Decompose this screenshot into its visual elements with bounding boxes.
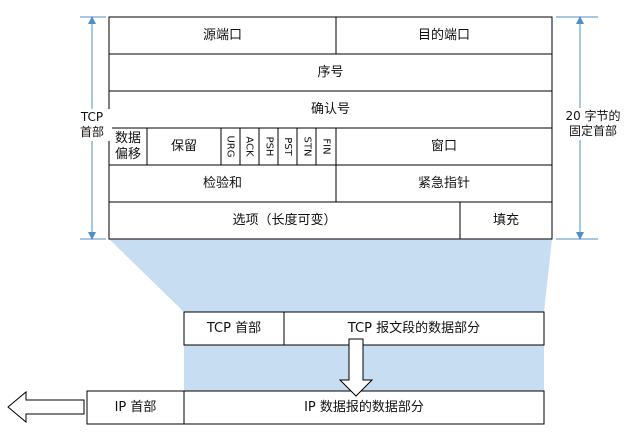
data-offset-line1: 数据 (114, 130, 141, 146)
flag-ack-label: ACK (244, 136, 255, 157)
down-arrow-icon (338, 338, 374, 397)
flag-pst: PST (278, 128, 297, 165)
tcp-data-box-label: TCP 报文段的数据部分 (347, 321, 481, 336)
options-field: 选项（长度可变） (232, 213, 337, 228)
urgent-pointer-field: 紧急指针 (417, 176, 470, 191)
fixed-header-label-line2: 固定首部 (568, 124, 617, 138)
flag-ack: ACK (240, 128, 259, 165)
fixed-header-label: 20 字节的 固定首部 (555, 108, 631, 140)
source-port-field: 源端口 (202, 28, 242, 43)
tcp-segment-box (183, 311, 545, 346)
flag-urg: URG (221, 128, 240, 165)
projection-shading (109, 239, 552, 312)
flag-fin-label: FIN (320, 138, 332, 155)
ip-datagram-box (86, 390, 545, 425)
data-offset-field: 数据 偏移 (109, 128, 147, 165)
dest-port-field: 目的端口 (417, 28, 470, 43)
header-table-grid (108, 16, 553, 240)
left-arrow-icon (7, 390, 85, 424)
window-field: 窗口 (430, 139, 457, 154)
tcp-header-box-label: TCP 首部 (206, 321, 262, 336)
flag-fin: FIN (316, 128, 336, 165)
checksum-field: 检验和 (202, 176, 242, 191)
padding-field: 填充 (492, 213, 519, 228)
fixed-header-label-line1: 20 字节的 (565, 109, 621, 123)
flag-stn: STN (297, 128, 316, 165)
tcp-header-label-line1: TCP (80, 110, 104, 124)
reserved-field: 保留 (170, 139, 197, 154)
tcp-header-label-line2: 首部 (79, 125, 104, 139)
ip-header-box-label: IP 首部 (114, 400, 157, 415)
tcp-header-label: TCP 首部 (72, 109, 112, 141)
sequence-number-field: 序号 (317, 65, 344, 80)
flag-psh-label: PSH (263, 136, 274, 157)
flag-psh: PSH (259, 128, 278, 165)
flag-stn-label: STN (301, 136, 312, 157)
ack-number-field: 确认号 (310, 102, 350, 117)
data-offset-line2: 偏移 (114, 146, 141, 162)
flag-pst-label: PST (282, 137, 293, 156)
flag-urg-label: URG (225, 135, 236, 158)
ip-data-box-label: IP 数据报的数据部分 (304, 400, 424, 415)
